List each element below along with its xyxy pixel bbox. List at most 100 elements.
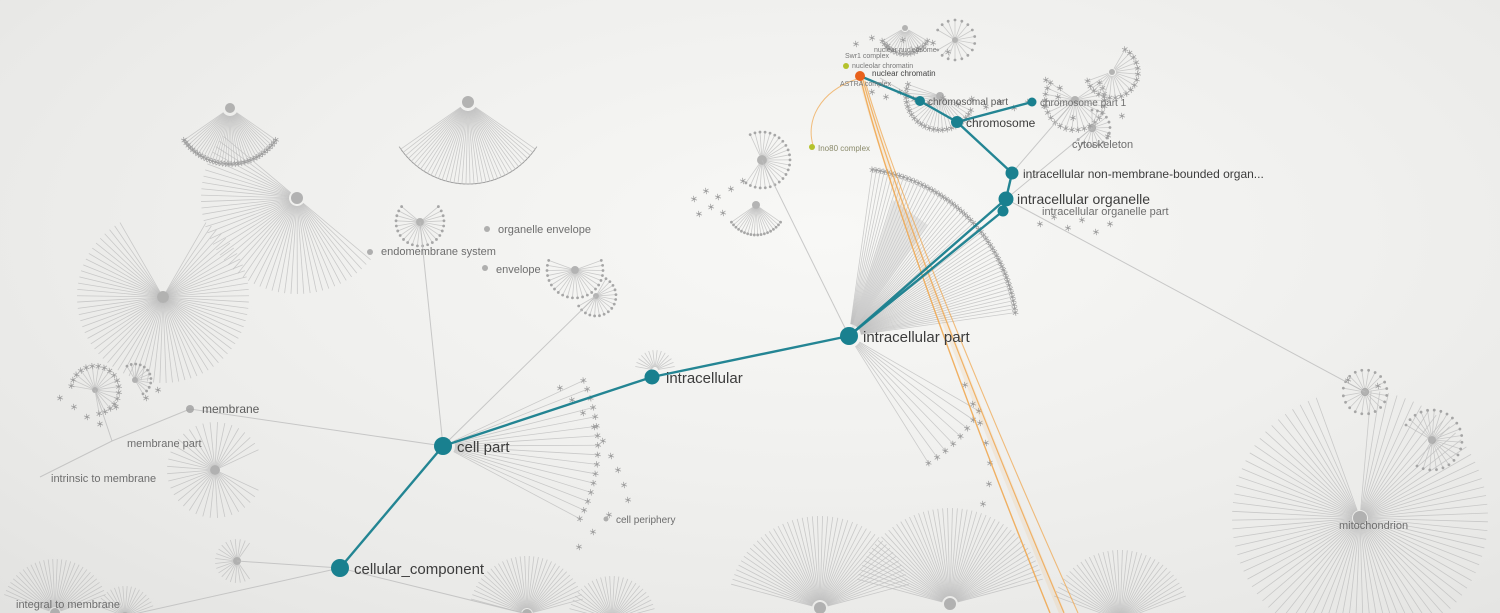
node-label-nonmem[interactable]: intracellular non-membrane-bounded organ… (1023, 167, 1264, 181)
cluster-spoke (530, 565, 560, 610)
term-label[interactable]: nuclear nucleosome (874, 47, 937, 54)
cluster-spoke (1367, 461, 1476, 515)
term-label[interactable]: cytoskeleton (1072, 139, 1133, 151)
cluster-spoke (302, 203, 367, 265)
cluster-spoke (473, 589, 522, 612)
node-label-ipart[interactable]: intracellular part (863, 329, 971, 346)
term-label[interactable]: membrane (202, 402, 260, 416)
term-label[interactable]: nuclear chromatin (872, 69, 936, 78)
node-nucleosome[interactable] (855, 71, 865, 81)
cluster-spoke (4, 594, 50, 612)
node-ino80[interactable] (809, 144, 815, 150)
node-label-chrompart2[interactable]: chromosome part 1 (1040, 98, 1127, 109)
cluster-spoke (465, 110, 469, 184)
cluster-spoke (574, 273, 578, 298)
node-cc[interactable] (331, 559, 349, 577)
node-intra[interactable] (644, 369, 660, 385)
cluster-spoke (1075, 103, 1079, 130)
leaf-glyph-dot (960, 210, 964, 213)
cluster-spoke (547, 270, 572, 276)
node-label-chrompart[interactable]: chromosomal part (928, 97, 1008, 108)
node-ipart[interactable] (840, 327, 858, 345)
cluster-spoke (884, 533, 945, 599)
term-label[interactable]: ASTRA complex (840, 81, 891, 88)
cluster-spoke (822, 523, 858, 601)
node-nonmem[interactable] (1005, 166, 1019, 180)
leaf-glyph-dot (917, 181, 920, 185)
term-label[interactable]: Swr1 complex (845, 53, 889, 60)
leaf-dot (614, 298, 618, 301)
node-label-org[interactable]: intracellular organelle (1017, 191, 1150, 207)
node-label-chrom[interactable]: chromosome (966, 116, 1036, 130)
node-org[interactable] (998, 191, 1014, 207)
leaf-dot (1348, 374, 1352, 378)
cluster-spoke (1115, 67, 1138, 72)
cluster-spoke (855, 194, 941, 327)
node-label-orgpart[interactable]: intracellular organelle part (1042, 206, 1169, 218)
cluster-spoke (1113, 49, 1126, 69)
graph-edge-selected (848, 210, 1004, 337)
cluster-spoke (892, 31, 904, 52)
cluster-spoke (547, 264, 572, 270)
node-label-cellpart[interactable]: cell part (457, 439, 510, 456)
cluster-spoke (907, 83, 937, 96)
node-label-intra[interactable]: intracellular (666, 370, 743, 387)
node-label-ino80[interactable]: Ino80 complex (818, 144, 870, 153)
leaf-glyph-dot (1066, 226, 1070, 230)
leaf-glyph-dot (984, 105, 988, 109)
cluster-spoke (1112, 550, 1120, 613)
node-orgpart[interactable] (997, 205, 1009, 217)
leaf-glyph-dot (909, 178, 913, 182)
term-label[interactable]: organelle envelope (498, 224, 591, 236)
cluster-spoke (766, 154, 790, 160)
cluster-spoke (1132, 586, 1182, 613)
cluster-spoke (1256, 522, 1354, 595)
cluster-spoke (209, 201, 290, 240)
node-chrompart[interactable] (915, 96, 925, 106)
leaf-dot (777, 223, 780, 227)
node-chrompart2[interactable] (1027, 97, 1037, 107)
term-label[interactable]: intrinsic to membrane (51, 473, 156, 485)
cluster-spoke (467, 110, 471, 184)
cluster-spoke (235, 113, 268, 151)
cluster-spoke (225, 541, 236, 558)
cluster-spoke (732, 578, 813, 606)
cluster-spoke (453, 380, 584, 442)
leaf-glyph-dot (103, 366, 106, 370)
term-label[interactable]: envelope (496, 264, 541, 276)
leaf-dot (611, 284, 615, 287)
node-cellpart[interactable] (434, 437, 452, 455)
term-label[interactable]: integral to membrane (16, 599, 120, 611)
cluster-spoke (1362, 525, 1398, 613)
term-label[interactable]: cell periphery (616, 515, 675, 526)
node-label-cc[interactable]: cellular_component (354, 561, 485, 578)
cluster-spoke (1362, 525, 1391, 613)
cluster-spoke (90, 299, 159, 345)
cluster-spoke (1367, 392, 1387, 396)
leaf-dot (410, 243, 414, 247)
leaf-dot (758, 186, 762, 190)
cluster-spoke (164, 302, 198, 377)
cluster-spoke (528, 558, 544, 609)
term-label[interactable]: mitochondrion (1339, 520, 1408, 532)
cluster-hub-dot (1353, 511, 1367, 525)
cluster-spoke (782, 523, 818, 601)
node-chrom[interactable] (951, 116, 963, 128)
cluster-spoke (855, 345, 929, 464)
cluster-spoke (454, 425, 597, 445)
leaf-glyph-dot (854, 42, 858, 46)
cluster-spoke (1092, 110, 1098, 126)
term-label[interactable]: endomembrane system (381, 246, 496, 258)
leaf-dot (545, 269, 549, 272)
leaf-glyph-dot (117, 391, 121, 394)
leaf-glyph-dot (75, 373, 78, 376)
node-green1[interactable] (843, 63, 849, 69)
cluster-spoke (515, 557, 527, 609)
cluster-spoke (554, 272, 573, 290)
term-label[interactable]: membrane part (127, 438, 202, 450)
cluster-spoke (1435, 441, 1459, 456)
cluster-spoke (1050, 102, 1073, 119)
cluster-spoke (1097, 553, 1119, 613)
term-label[interactable]: nucleolar chromatin (852, 63, 913, 70)
